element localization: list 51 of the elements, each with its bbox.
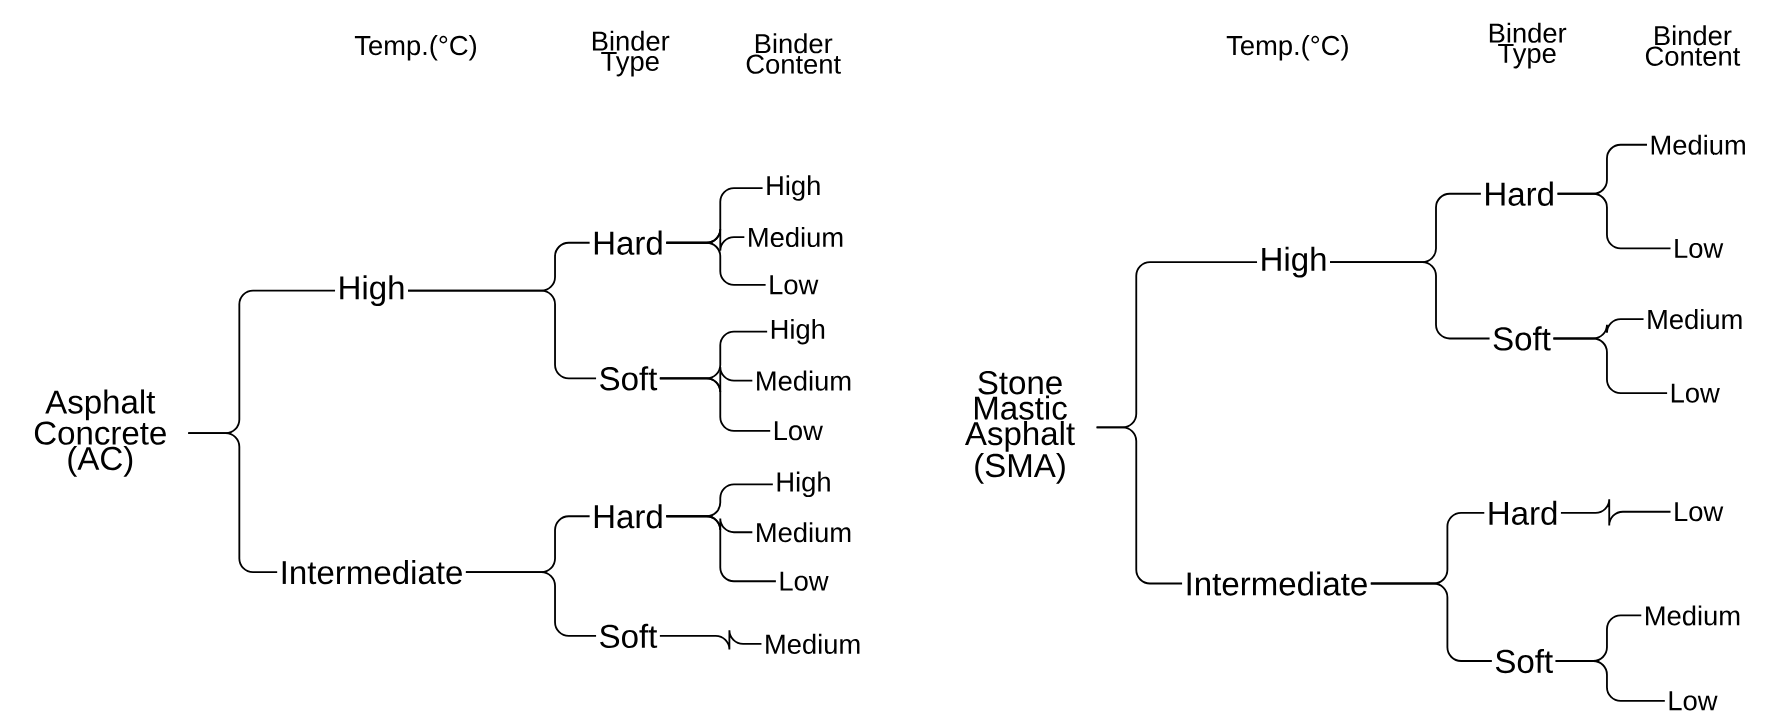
tree-label: Medium bbox=[1648, 309, 1742, 330]
tree-label: Hard bbox=[1489, 500, 1557, 526]
tree-label: High bbox=[340, 275, 404, 307]
tree-label: Medium bbox=[766, 634, 860, 655]
tree-label: Soft bbox=[1495, 649, 1553, 674]
tree-label: Low bbox=[780, 571, 829, 591]
tree-label: Medium bbox=[757, 522, 851, 543]
tree-label: Hard bbox=[594, 230, 662, 256]
column-header: Binder Content bbox=[1645, 25, 1741, 67]
tree-label: Medium bbox=[749, 227, 843, 248]
brace bbox=[1369, 582, 1493, 663]
tree-label: Soft bbox=[600, 366, 658, 391]
column-header: Binder Type bbox=[1489, 22, 1567, 69]
tree-label: Soft bbox=[1493, 326, 1551, 351]
tree-label: Medium bbox=[757, 370, 851, 391]
brace bbox=[1556, 193, 1672, 250]
tree-label: Stone Mastic Asphalt (SMA) bbox=[964, 371, 1075, 484]
brace bbox=[1554, 660, 1666, 703]
tree-label: Asphalt Concrete (AC) bbox=[34, 389, 166, 477]
tree-label: Intermediate bbox=[1187, 571, 1367, 596]
column-header: Binder Content bbox=[746, 33, 841, 75]
brace bbox=[407, 289, 597, 380]
tree-label: High bbox=[771, 319, 825, 345]
tree-label: Low bbox=[770, 275, 819, 295]
tree-label: Medium bbox=[1646, 605, 1740, 626]
brace bbox=[187, 432, 279, 574]
brace bbox=[658, 629, 763, 651]
brace bbox=[1095, 426, 1183, 585]
tree-label: Low bbox=[1671, 383, 1720, 403]
brace bbox=[665, 242, 767, 287]
tree-label: Hard bbox=[1486, 181, 1553, 207]
brace bbox=[1552, 337, 1668, 395]
tree-label: Intermediate bbox=[282, 560, 462, 585]
tree-label: Low bbox=[1669, 691, 1718, 711]
tree-label: Low bbox=[774, 421, 823, 441]
tree-label: Soft bbox=[600, 624, 658, 649]
tree-label: Medium bbox=[1651, 134, 1745, 155]
column-header: Temp.(°C) bbox=[1226, 35, 1348, 61]
tree-label: High bbox=[777, 471, 830, 498]
tree-label: High bbox=[1262, 246, 1326, 278]
column-header: Binder Type bbox=[592, 30, 670, 77]
tree-label: Hard bbox=[594, 504, 662, 529]
brace bbox=[665, 515, 777, 583]
tree-label: Low bbox=[1675, 502, 1724, 522]
brace bbox=[465, 571, 597, 638]
column-header: Temp.(°C) bbox=[354, 35, 476, 61]
brace bbox=[658, 377, 772, 432]
brace bbox=[1560, 498, 1672, 527]
tree-label: High bbox=[767, 175, 820, 201]
brace bbox=[1329, 261, 1491, 340]
tree-label: Low bbox=[1675, 239, 1724, 259]
